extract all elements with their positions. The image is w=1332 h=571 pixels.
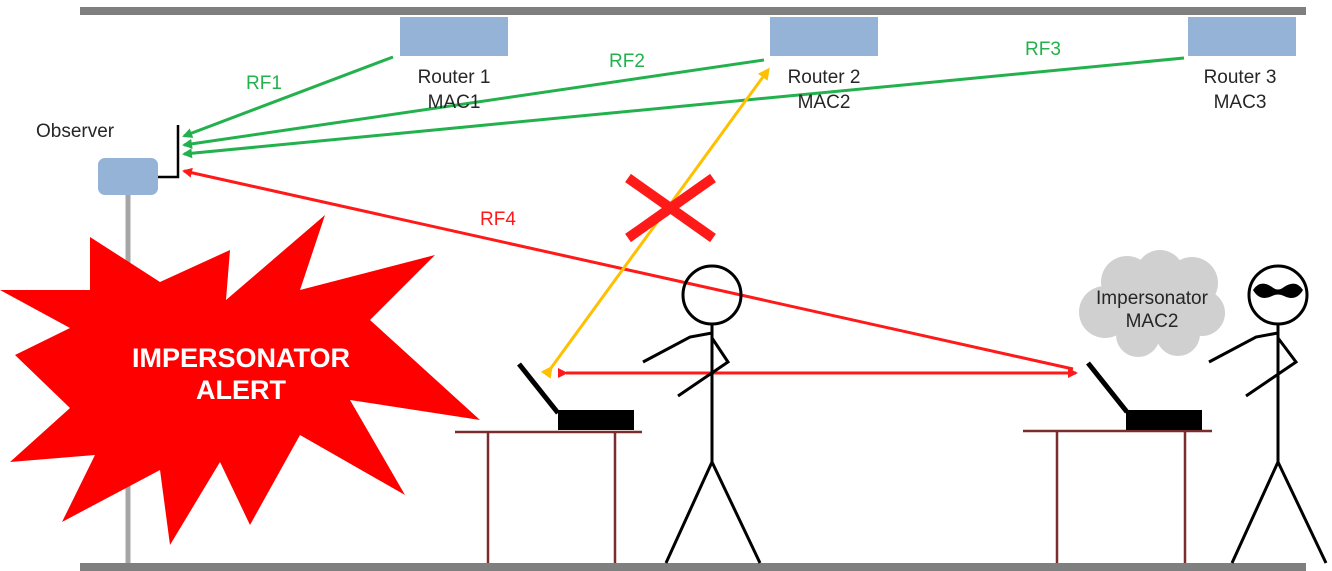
alert-title: IMPERSONATOR	[132, 343, 350, 373]
ceiling-rail	[80, 7, 1306, 15]
rf2-label: RF2	[609, 51, 645, 72]
router-3-name: Router 3	[1204, 67, 1277, 88]
impersonator-laptop-icon	[1086, 361, 1202, 430]
blocked-cross-icon	[625, 173, 716, 243]
impersonator-mac-label: MAC2	[1126, 311, 1179, 332]
observer-box	[98, 158, 158, 195]
legit-user-icon	[642, 264, 762, 564]
router-1-box	[400, 17, 508, 56]
legit-laptop-icon	[517, 362, 634, 430]
rf4-label: RF4	[480, 209, 516, 230]
observer-antenna	[158, 125, 180, 179]
impersonator-icon	[1208, 264, 1328, 564]
right-desk	[1023, 429, 1212, 563]
router-3-mac: MAC3	[1214, 92, 1267, 113]
mask-icon	[1253, 283, 1303, 298]
router-2-name: Router 2	[788, 67, 861, 88]
router-2-box	[770, 17, 878, 56]
floor-rail	[80, 563, 1306, 571]
rf1-signal-line	[182, 55, 394, 138]
alert-burst	[0, 215, 480, 545]
observer-label: Observer	[36, 121, 115, 142]
router-1-name: Router 1	[418, 67, 491, 88]
impersonator-thought-cloud	[1079, 250, 1225, 357]
alert-subtitle: ALERT	[196, 375, 286, 405]
rf3-label: RF3	[1025, 39, 1061, 60]
impersonator-name-label: Impersonator	[1096, 288, 1209, 309]
left-desk	[455, 430, 642, 563]
rf1-label: RF1	[246, 73, 282, 94]
router-3-box	[1188, 17, 1296, 56]
router-1-mac: MAC1	[428, 92, 481, 113]
router-2-mac: MAC2	[798, 92, 851, 113]
